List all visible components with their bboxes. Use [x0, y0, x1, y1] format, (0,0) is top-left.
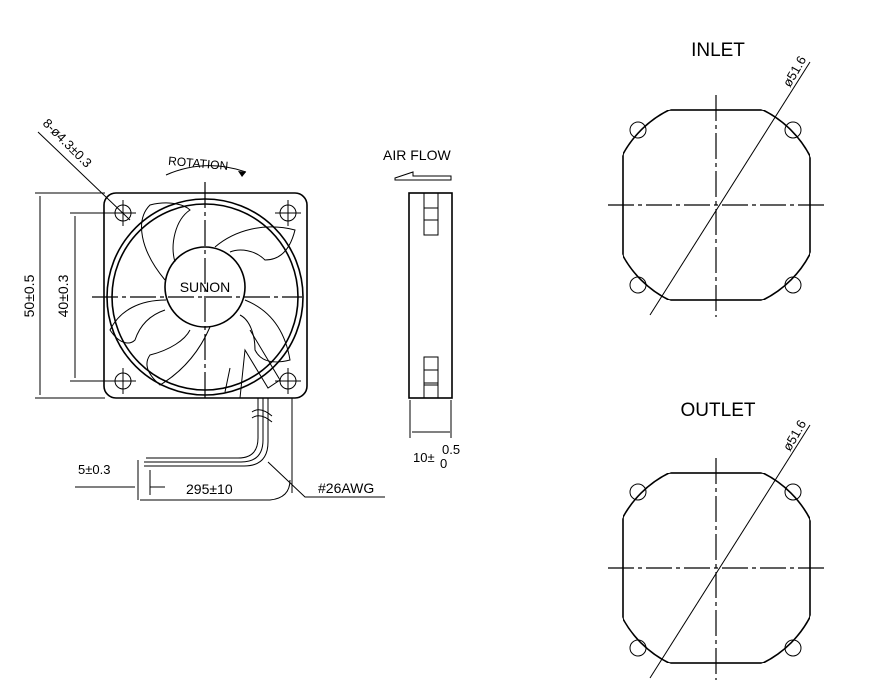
outlet-diameter: ø51.6	[780, 417, 810, 453]
thickness-dimension: 10±	[413, 450, 435, 465]
fan-front-view: SUNON ROTATION 8-ø4.3±0.3 50±0.5 40±0.3 …	[21, 116, 385, 501]
thickness-tol-lower: 0	[440, 456, 447, 471]
wire-gauge-label: #26AWG	[318, 480, 374, 496]
outlet-view: OUTLET ø51.6	[608, 400, 828, 680]
rotation-arrow	[165, 165, 247, 176]
fan-side-view: AIR FLOW 10± 0.5 0	[383, 147, 460, 471]
inlet-view: INLET ø51.6	[608, 40, 828, 317]
airflow-label: AIR FLOW	[383, 147, 451, 163]
lead-length-dimension: 295±10	[186, 481, 233, 497]
airflow-arrow	[394, 171, 452, 181]
height-dimension: 50±0.5	[21, 274, 37, 317]
hole-pitch-dimension: 40±0.3	[55, 274, 71, 317]
hole-spec-label: 8-ø4.3±0.3	[40, 116, 95, 171]
inlet-title: INLET	[691, 40, 745, 61]
outlet-title: OUTLET	[681, 400, 756, 421]
rotation-label: ROTATION	[168, 154, 229, 173]
brand-label: SUNON	[180, 279, 231, 295]
strip-length-dimension: 5±0.3	[78, 462, 110, 477]
inlet-diameter: ø51.6	[780, 53, 810, 89]
thickness-tol-upper: 0.5	[442, 442, 460, 457]
